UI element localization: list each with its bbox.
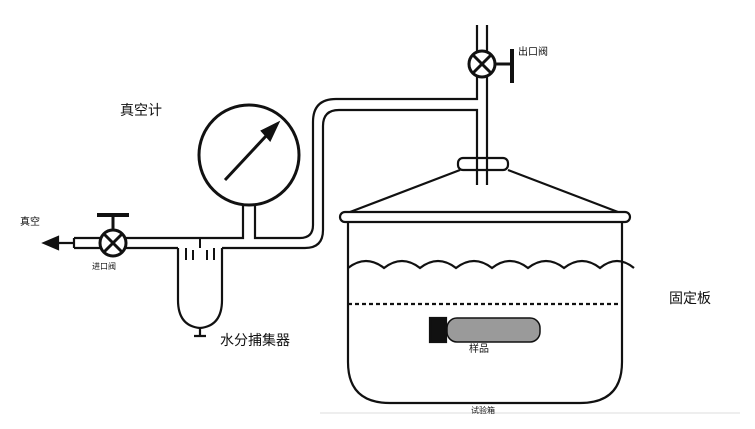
test-chamber — [338, 156, 635, 405]
inlet-valve — [97, 213, 129, 258]
sample-label: 样品 — [469, 344, 489, 355]
water-trap — [176, 238, 224, 338]
vacuum-gauge-label: 真空计 — [120, 103, 162, 119]
sample — [428, 316, 541, 344]
outlet-valve — [467, 49, 514, 83]
water-trap-label: 水分捕集器 — [220, 333, 290, 349]
vacuum-label: 真空 — [20, 217, 40, 228]
fixed-plate-label: 固定板 — [669, 291, 711, 307]
inlet-valve-label: 进口阀 — [92, 262, 116, 271]
vacuum-arrow — [41, 235, 100, 251]
test-chamber-label: 试验箱 — [471, 406, 495, 415]
liquid-surface — [347, 259, 635, 270]
vacuum-pipe — [126, 25, 489, 250]
vacuum-gauge — [197, 103, 301, 207]
outlet-valve-label: 出口阀 — [518, 47, 548, 58]
